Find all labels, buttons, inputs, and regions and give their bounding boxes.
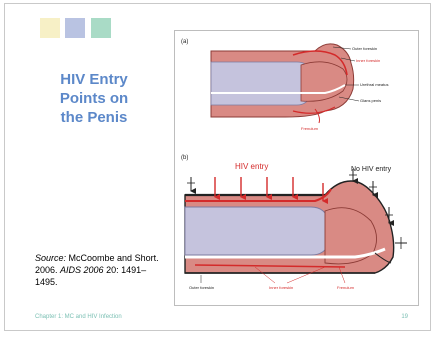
footer-chapter: Chapter 1: MC and HIV Infection <box>35 314 122 320</box>
label-a-outer-foreskin: Outer foreskin <box>352 46 377 51</box>
slide: HIV Entry Points on the Penis Source: Mc… <box>4 3 431 331</box>
panel-a-drawing <box>211 44 359 123</box>
label-b-inner-foreskin: Inner foreskin <box>269 285 293 290</box>
source-journal: AIDS 2006 <box>60 265 104 275</box>
label-b-hiv-entry: HIV entry <box>235 162 268 171</box>
anatomy-figure: (a) Outer foreskin <box>174 30 419 306</box>
panel-a-label: (a) <box>181 39 188 45</box>
panel-b-drawing <box>185 169 407 283</box>
panel-b-label: (b) <box>181 155 188 161</box>
title-line-1: HIV Entry <box>35 70 153 89</box>
label-a-urethral-meatus: Urethral meatus <box>360 82 388 87</box>
anatomy-diagram: (a) Outer foreskin <box>175 31 418 305</box>
title-line-2: Points on <box>35 89 153 108</box>
label-a-inner-foreskin: Inner foreskin <box>356 58 380 63</box>
title-line-3: the Penis <box>35 108 153 127</box>
label-a-frenulum: Frenulum <box>301 126 319 131</box>
source-label: Source: <box>35 253 66 263</box>
slide-title: HIV Entry Points on the Penis <box>35 70 153 127</box>
label-b-frenulum: Frenulum <box>337 285 355 290</box>
decor-square-green <box>91 18 111 38</box>
source-citation: Source: McCoombe and Short. 2006. AIDS 2… <box>35 252 165 288</box>
label-b-no-hiv-entry: No HIV entry <box>351 166 392 173</box>
label-a-glans-penis: Glans penis <box>360 98 381 103</box>
page-number: 19 <box>401 314 408 320</box>
decor-square-blue <box>65 18 85 38</box>
decor-square-yellow <box>40 18 60 38</box>
label-b-outer-foreskin: Outer foreskin <box>189 285 214 290</box>
